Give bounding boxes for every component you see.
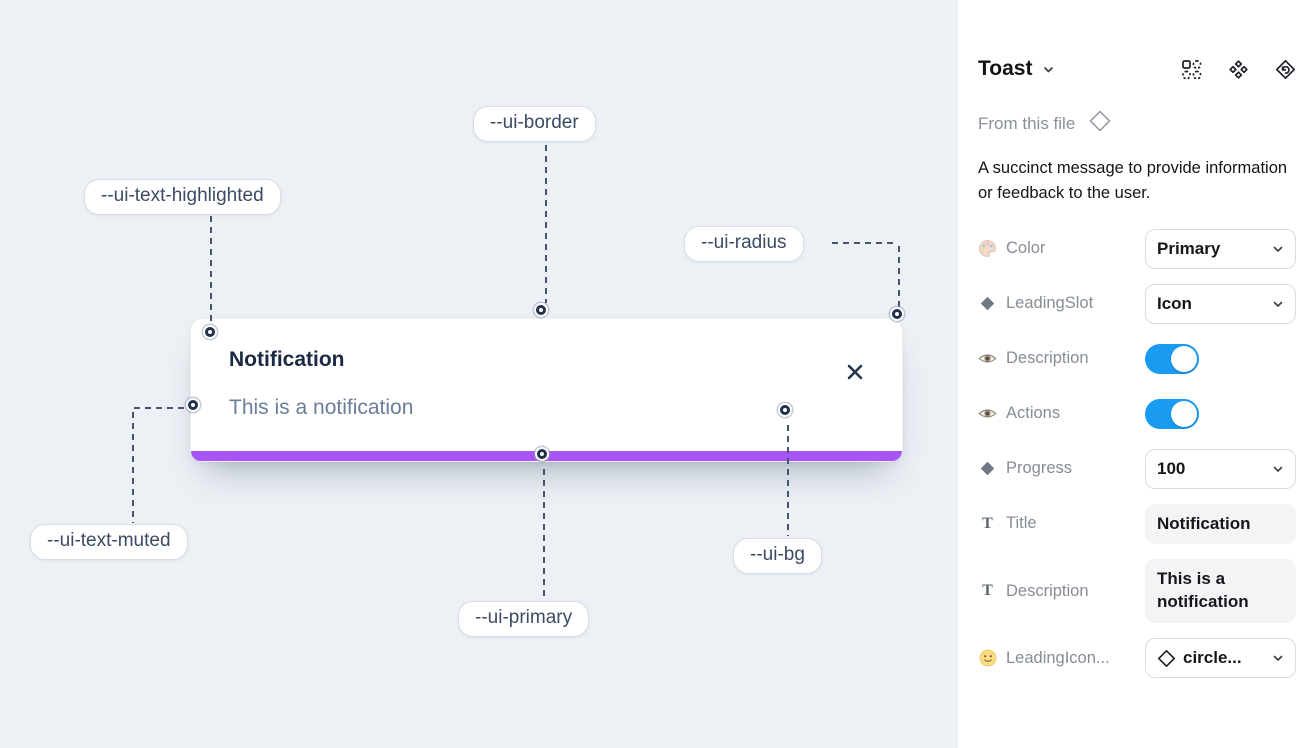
variant-grid-icon[interactable]	[1181, 59, 1202, 80]
smiley-icon	[978, 649, 997, 667]
prop-row-color: Color Primary	[978, 228, 1296, 269]
connector-line-text-highlighted	[210, 216, 212, 325]
palette-icon	[978, 239, 997, 258]
css-var-label-border[interactable]: --ui-border	[473, 106, 596, 142]
prop-row-description-text: T Description This is a notification	[978, 559, 1296, 624]
actions-toggle[interactable]	[1145, 398, 1199, 429]
css-var-label-bg[interactable]: --ui-bg	[733, 538, 822, 574]
connector-line-text-muted-h	[134, 407, 184, 409]
connector-line-primary	[543, 469, 545, 599]
toggle-knob	[1171, 400, 1197, 427]
prop-label: Title	[1006, 514, 1037, 533]
toggle-knob	[1171, 345, 1197, 372]
component-description: A succinct message to provide informatio…	[978, 159, 1288, 202]
leading-slot-select[interactable]: Icon	[1145, 283, 1296, 324]
swap-instance-icon[interactable]	[1275, 59, 1296, 80]
toast-description: This is a notification	[229, 396, 414, 419]
header-icon-group	[1181, 59, 1296, 80]
chevron-down-icon	[1272, 652, 1284, 664]
prop-row-description-toggle: Description	[978, 339, 1296, 379]
chevron-down-icon	[1272, 243, 1284, 255]
prop-label: Actions	[1006, 404, 1061, 422]
connector-node-border	[536, 305, 546, 315]
eye-icon	[978, 406, 997, 421]
component-title: Toast	[978, 57, 1033, 80]
prop-row-progress: Progress 100	[978, 448, 1296, 489]
toast-component[interactable]: Notification This is a notification	[190, 318, 903, 462]
prop-row-title: T Title Notification	[978, 503, 1296, 545]
title-field[interactable]: Notification	[1145, 503, 1296, 545]
eye-icon	[978, 351, 997, 366]
toast-title: Notification	[229, 348, 345, 371]
css-var-label-text-highlighted[interactable]: --ui-text-highlighted	[84, 179, 281, 215]
css-var-label-primary[interactable]: --ui-primary	[458, 601, 590, 637]
text-icon: T	[982, 582, 993, 600]
prop-label: Description	[1006, 581, 1089, 600]
diamond-icon	[978, 461, 997, 476]
chevron-down-icon	[1272, 298, 1284, 310]
source-row: From this file	[978, 108, 1296, 139]
design-canvas[interactable]: Notification This is a notification --ui…	[0, 0, 958, 748]
chevron-down-icon	[1272, 463, 1284, 475]
prop-label: Progress	[1006, 459, 1073, 477]
prop-label: LeadingSlot	[1006, 294, 1094, 312]
properties-panel: Toast	[958, 0, 1312, 748]
prop-row-leading-slot: LeadingSlot Icon	[978, 283, 1296, 324]
color-select[interactable]: Primary	[1145, 228, 1296, 269]
property-list: Color Primary LeadingSlot Icon	[978, 228, 1296, 679]
progress-select[interactable]: 100	[1145, 448, 1296, 489]
connector-line-radius-h	[832, 242, 896, 244]
prop-label: Color	[1006, 239, 1046, 257]
diamond-outline-icon	[1087, 108, 1113, 139]
connector-node-radius	[892, 309, 902, 319]
diamond-outline-icon	[1157, 649, 1176, 668]
connector-node-text-highlighted	[205, 327, 215, 337]
prop-label: Description	[1006, 349, 1089, 367]
prop-row-actions-toggle: Actions	[978, 394, 1296, 434]
connector-node-text-muted	[188, 400, 198, 410]
connector-line-radius-v	[898, 246, 900, 307]
prop-row-leading-icon: LeadingIcon... circle...	[978, 638, 1296, 679]
close-icon[interactable]	[844, 361, 866, 383]
description-toggle[interactable]	[1145, 343, 1199, 374]
component-icon[interactable]	[1228, 59, 1249, 80]
diamond-icon	[978, 296, 997, 311]
text-icon: T	[982, 514, 993, 532]
panel-header: Toast	[978, 52, 1296, 86]
connector-line-border	[545, 145, 547, 303]
connector-node-primary	[537, 449, 547, 459]
prop-label: LeadingIcon...	[1006, 648, 1110, 667]
connector-node-bg	[780, 405, 790, 415]
css-var-label-radius[interactable]: --ui-radius	[684, 226, 804, 262]
leading-icon-select[interactable]: circle...	[1145, 638, 1296, 679]
connector-line-bg	[787, 425, 789, 536]
chevron-down-icon[interactable]	[1042, 63, 1055, 76]
source-label: From this file	[978, 113, 1076, 133]
description-field[interactable]: This is a notification	[1145, 559, 1296, 624]
css-var-label-text-muted[interactable]: --ui-text-muted	[30, 524, 188, 560]
connector-line-text-muted-v	[132, 412, 134, 523]
